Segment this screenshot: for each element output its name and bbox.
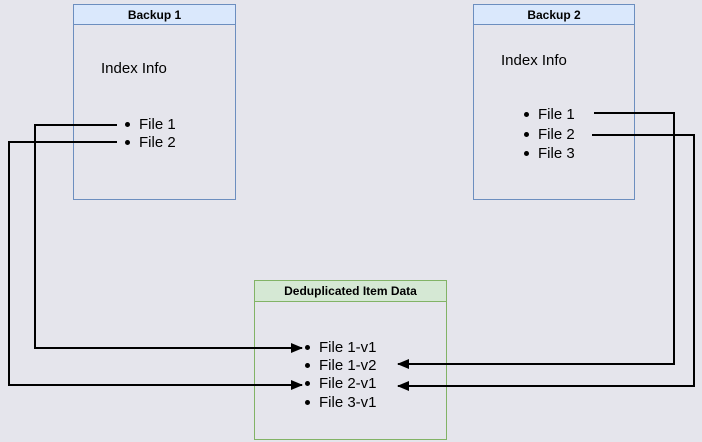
file-version-label: File 1-v2 (319, 357, 377, 375)
file-label: File 3 (538, 145, 575, 163)
bullet-icon (524, 112, 529, 118)
backup2-box: Backup 2 Index Info File 1 File 2 File 3 (473, 4, 635, 200)
backup2-file-item: File 2 (524, 125, 575, 145)
bullet-icon (125, 121, 130, 127)
bullet-icon (305, 399, 310, 405)
bullet-icon (305, 381, 310, 387)
file-label: File 2 (538, 125, 575, 143)
dedup-box: Deduplicated Item Data File 1-v1 File 1-… (254, 280, 447, 440)
bullet-icon (305, 344, 310, 350)
bullet-icon (125, 140, 130, 146)
file-label: File 1 (139, 115, 176, 133)
backup1-file-item: File 2 (125, 134, 176, 153)
dedup-item-list: File 1-v1 File 1-v2 File 2-v1 File 3-v1 (305, 338, 377, 412)
dedup-item: File 1-v1 (305, 338, 377, 356)
backup2-file-item: File 3 (524, 144, 575, 164)
file-label: File 2 (139, 134, 176, 152)
bullet-icon (524, 131, 529, 137)
backup1-box: Backup 1 Index Info File 1 File 2 (73, 4, 236, 200)
file-version-label: File 2-v1 (319, 375, 377, 393)
backup1-title: Backup 1 (74, 5, 235, 25)
dedup-item: File 3-v1 (305, 393, 377, 411)
bullet-icon (524, 151, 529, 157)
backup2-title: Backup 2 (474, 5, 634, 25)
bullet-icon (305, 363, 310, 369)
file-label: File 1 (538, 106, 575, 124)
backup1-file-item: File 1 (125, 115, 176, 134)
file-version-label: File 1-v1 (319, 338, 377, 356)
dedup-item: File 2-v1 (305, 375, 377, 393)
backup1-file-list: File 1 File 2 (125, 115, 176, 152)
backup2-index-info-label: Index Info (501, 52, 567, 69)
dedup-item: File 1-v2 (305, 356, 377, 374)
backup2-file-item: File 1 (524, 105, 575, 125)
file-version-label: File 3-v1 (319, 393, 377, 411)
dedup-title: Deduplicated Item Data (255, 281, 446, 302)
backup2-file-list: File 1 File 2 File 3 (524, 105, 575, 164)
backup1-index-info-label: Index Info (101, 60, 167, 77)
